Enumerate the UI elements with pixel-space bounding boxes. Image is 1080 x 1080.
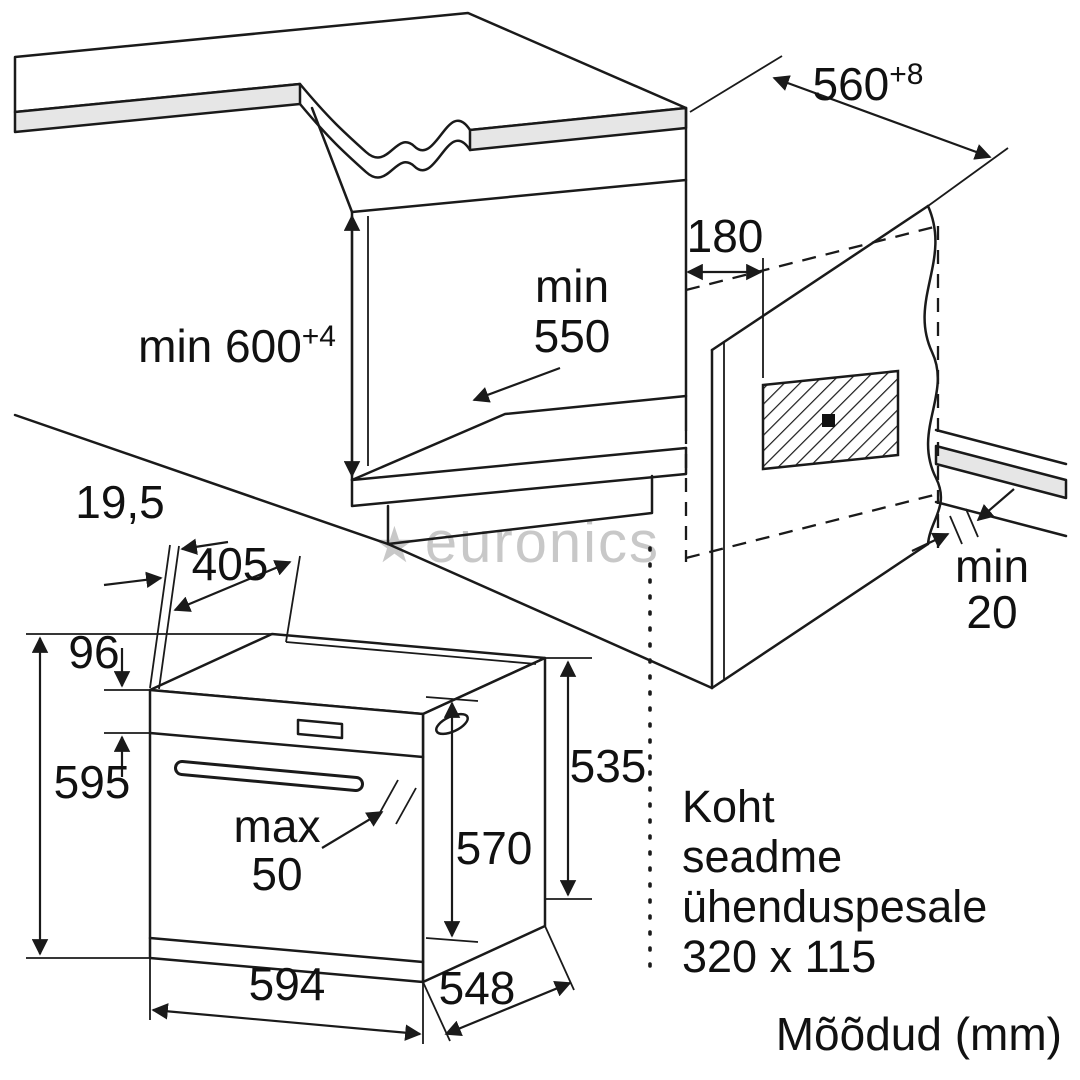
dim-panel-height: 96 <box>68 626 150 777</box>
note-line-3: ühenduspesale <box>682 881 987 932</box>
oven-depth-label: 548 <box>439 962 516 1014</box>
oven-top-inner-line <box>285 641 537 665</box>
panel-offset-label: 19,5 <box>75 476 165 528</box>
oven <box>148 632 547 984</box>
units-note: Mõõdud (mm) <box>776 1008 1062 1060</box>
dim-oven-width: 594 <box>149 958 424 1044</box>
control-panel-bottom-line <box>148 731 425 759</box>
oven-height-label: 595 <box>54 756 131 808</box>
control-display <box>296 718 344 740</box>
connection-note: Koht seadme ühenduspesale 320 x 115 <box>682 781 987 982</box>
niche-interior-floor <box>350 394 688 482</box>
dim-oven-depth: 548 <box>422 925 575 1042</box>
door-bottom-line <box>148 936 425 964</box>
handle-protrusion-label-2: 50 <box>251 848 302 900</box>
dim-niche-width: 560+8 <box>689 55 1009 207</box>
rear-gap-label-2: 20 <box>966 586 1017 638</box>
niche-bottom-edge <box>350 446 688 482</box>
dim-niche-depth: min 550 <box>472 260 611 403</box>
dim-door-height: 570 <box>425 696 533 943</box>
right-counter-back-line <box>934 428 1068 466</box>
wall-bottom-edge <box>710 542 930 690</box>
right-cabinet-front-line <box>934 500 1068 538</box>
dim-body-height: 535 <box>545 657 647 900</box>
floor-line-left <box>13 413 390 546</box>
hidden-bottom-edge <box>685 492 939 560</box>
body-height-label: 535 <box>570 740 647 792</box>
niche-width-label: 560+8 <box>813 58 924 110</box>
oven-width-label: 594 <box>249 958 326 1010</box>
right-counter-strip <box>934 444 1068 500</box>
niche-plinth <box>386 474 654 546</box>
watermark-euronics: ★euronics <box>372 510 660 575</box>
niche-top-edge <box>350 178 688 214</box>
niche-depth-label-2: 550 <box>534 310 611 362</box>
countertop-top-face <box>13 11 688 159</box>
handle-protrusion-label-1: max <box>234 800 321 852</box>
socket-offset-label: 180 <box>687 210 764 262</box>
dim-niche-height: min 600+4 <box>138 214 361 478</box>
door-height-label: 570 <box>456 822 533 874</box>
niche-bottom-panel <box>350 446 688 508</box>
countertop-left <box>13 11 688 214</box>
door-handle <box>177 763 361 789</box>
niche-depth-label-1: min <box>535 260 609 312</box>
note-line-2: seadme <box>682 831 842 882</box>
note-line-4: 320 x 115 <box>682 931 876 982</box>
hidden-niche-lines <box>684 224 940 562</box>
cabinet-side-under-counter <box>310 106 354 214</box>
note-line-1: Koht <box>682 781 775 832</box>
top-depth-label: 405 <box>192 538 269 590</box>
socket-dot <box>822 414 835 427</box>
dim-handle-protrusion: max 50 <box>234 779 417 900</box>
right-wall <box>710 204 1068 690</box>
connection-socket <box>761 369 900 471</box>
star-icon: ★ <box>372 517 419 573</box>
countertop-torn-edge <box>298 102 472 179</box>
dim-top-depth: 405 <box>173 538 301 643</box>
niche-cabinet <box>13 106 714 690</box>
dim-rear-gap: min 20 <box>911 488 1029 638</box>
floor-line-corner <box>386 542 714 690</box>
dim-socket-offset: 180 <box>685 210 764 378</box>
niche-height-label: min 600+4 <box>138 320 336 372</box>
hidden-top-edge <box>685 224 939 292</box>
wall-top-edge <box>710 204 930 352</box>
oven-side-face <box>421 656 547 984</box>
rear-gap-label-1: min <box>955 540 1029 592</box>
dim-oven-height: 595 <box>26 633 272 959</box>
